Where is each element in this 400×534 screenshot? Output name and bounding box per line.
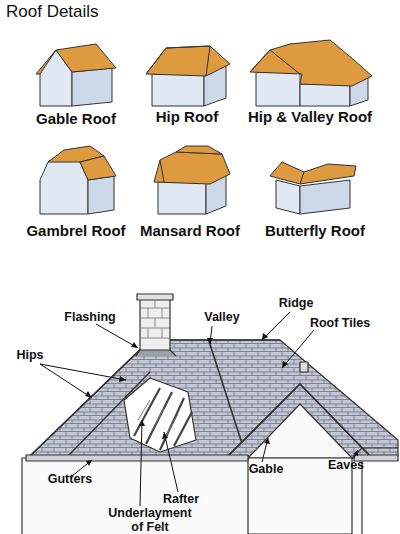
hip-valley-roof-icon <box>250 40 372 106</box>
part-label: Rafter <box>156 492 206 506</box>
part-label: Ridge <box>271 296 321 310</box>
mansard-roof-icon <box>154 146 230 214</box>
house-cutaway <box>22 294 398 534</box>
roof-type-label: Gable Roof <box>16 110 136 127</box>
page-title: Roof Details <box>6 2 306 22</box>
gambrel-roof-icon <box>40 146 116 214</box>
part-label: Valley <box>192 310 252 324</box>
part-label: Gable <box>241 462 291 476</box>
roof-type-label: Gambrel Roof <box>11 222 141 239</box>
gable-roof-icon <box>36 44 116 106</box>
part-label: Gutters <box>40 472 100 486</box>
part-label: Eaves <box>321 458 371 472</box>
hip-roof-icon <box>146 46 230 106</box>
part-label: Hips <box>5 348 55 362</box>
roof-type-label: Hip Roof <box>137 108 237 125</box>
part-label: Flashing <box>55 310 125 324</box>
arrow-heads <box>85 333 358 466</box>
part-label: Roof Tiles <box>300 316 380 330</box>
part-label: Underlayment of Felt <box>102 506 198 534</box>
roof-type-label: Hip & Valley Roof <box>230 108 390 125</box>
roof-type-label: Butterfly Roof <box>250 222 380 239</box>
roof-type-label: Mansard Roof <box>125 222 255 239</box>
butterfly-roof-icon <box>270 162 356 214</box>
leader-lines <box>40 312 358 506</box>
